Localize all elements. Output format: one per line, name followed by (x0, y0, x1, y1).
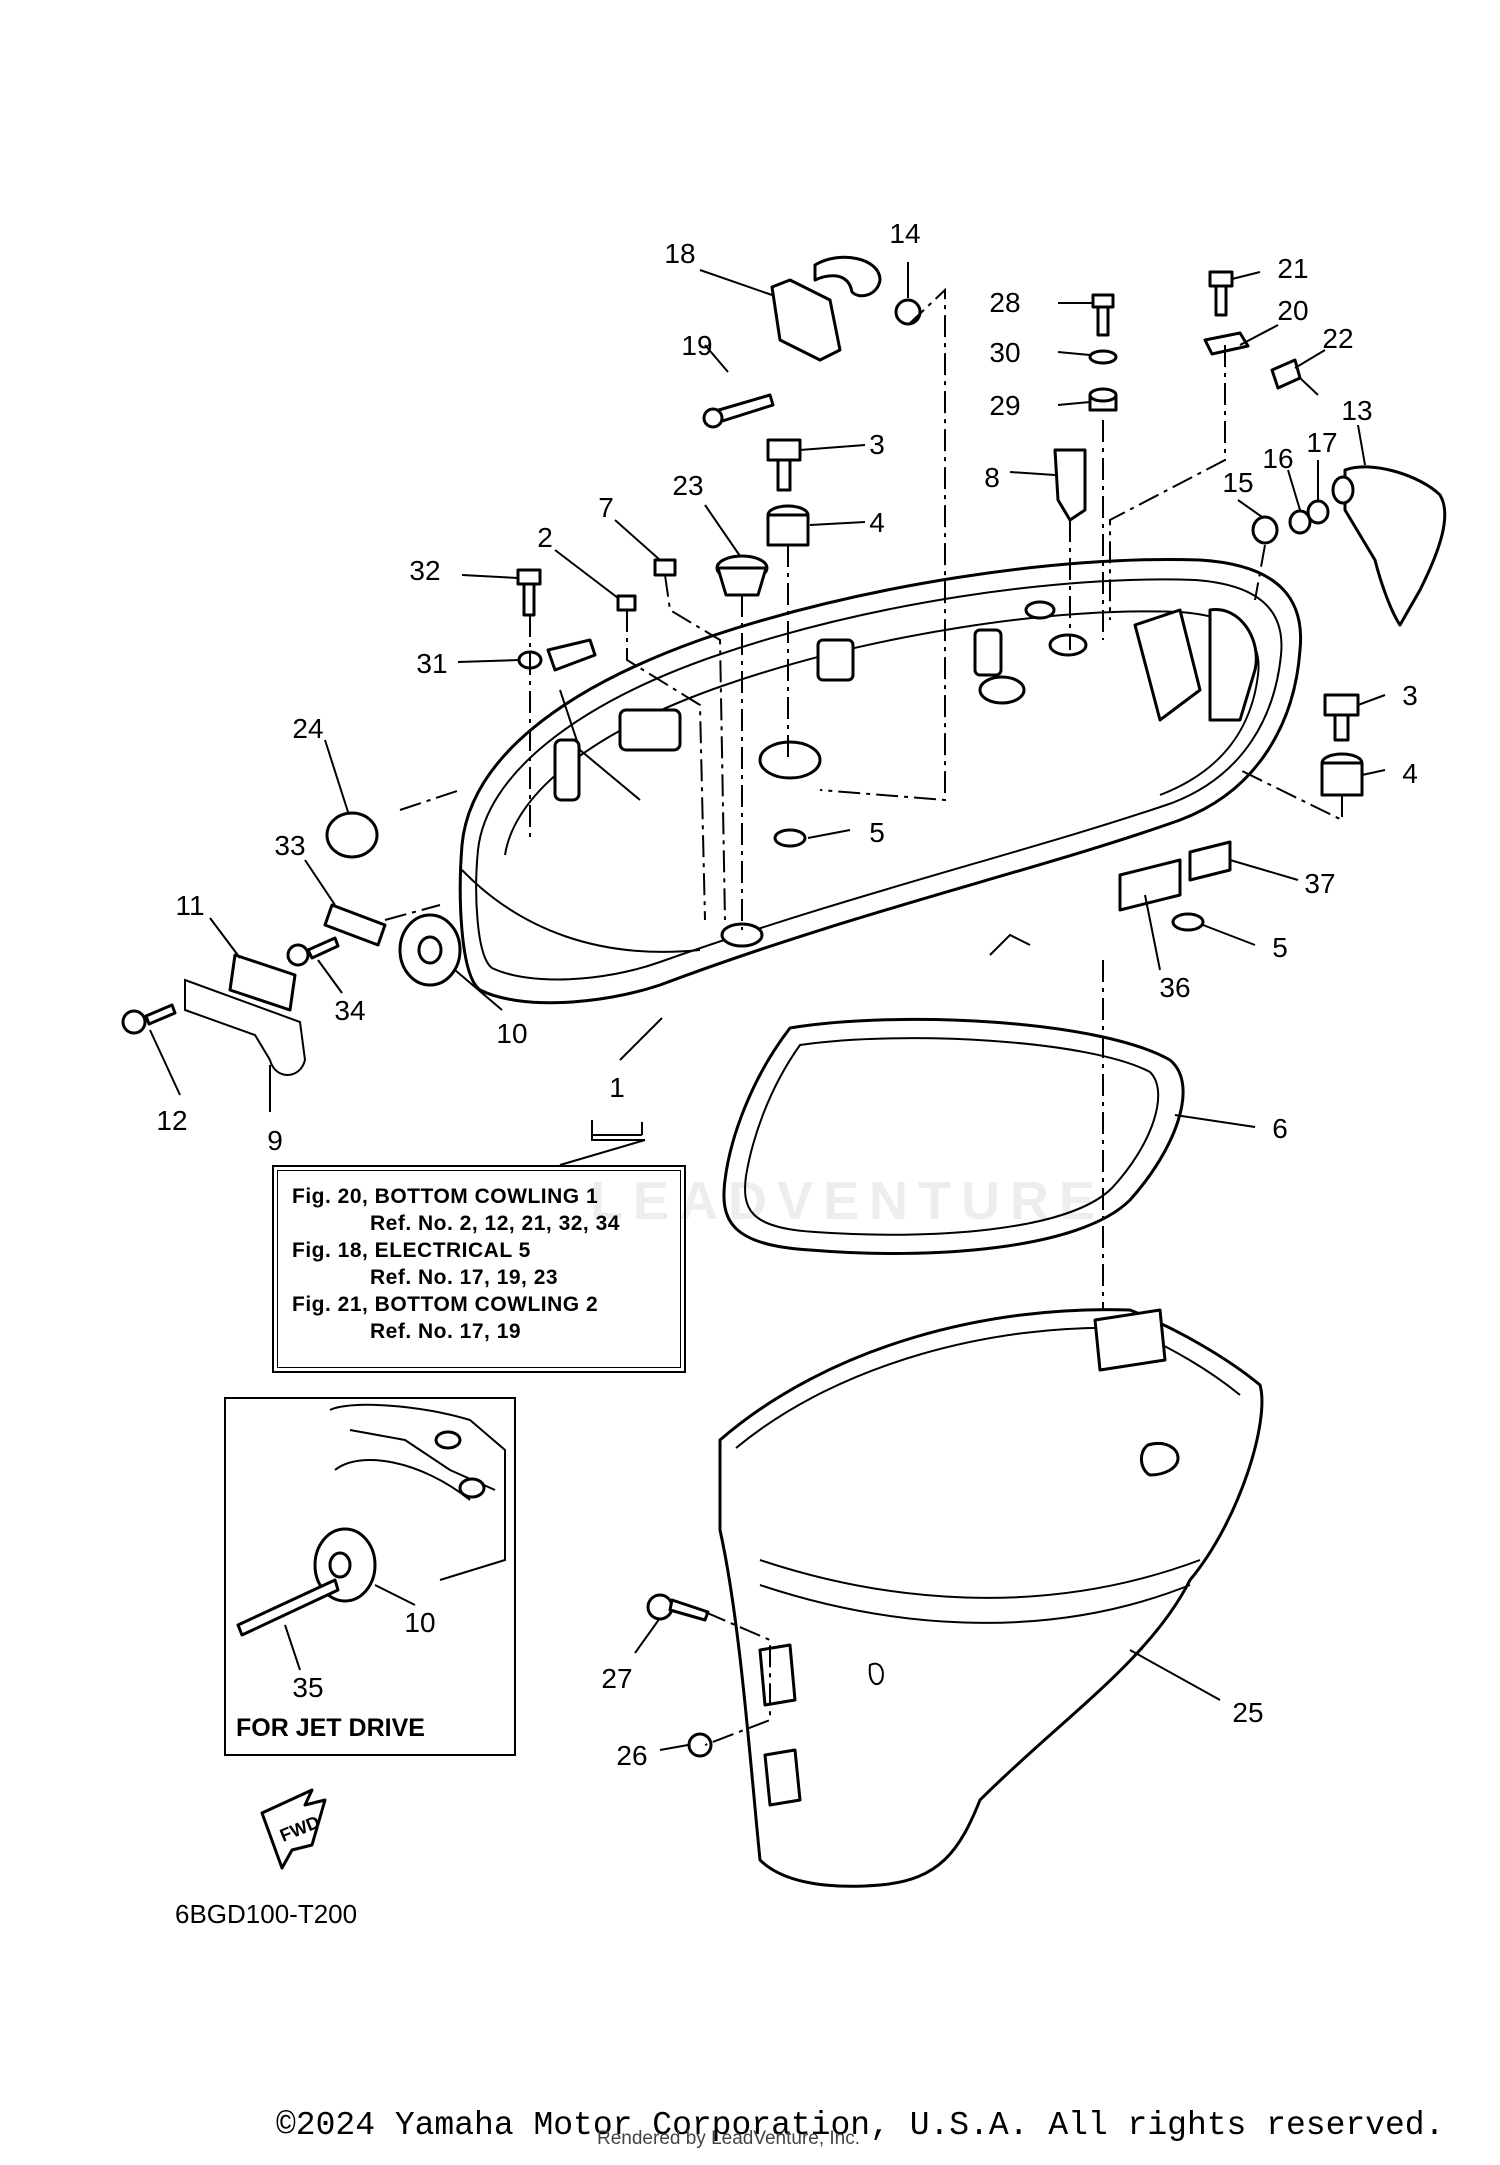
callout-1: 1 (609, 1072, 625, 1103)
callout-34: 34 (334, 995, 365, 1026)
callout-27: 27 (601, 1663, 632, 1694)
copyright-notice: ©2024 Yamaha Motor Corporation, U.S.A. A… (276, 2107, 1445, 2144)
callout-18: 18 (664, 238, 695, 269)
reference-box: Fig. 20, BOTTOM COWLING 1 Ref. No. 2, 12… (272, 1165, 686, 1373)
callout-22: 22 (1322, 323, 1353, 354)
callout-21: 21 (1277, 253, 1308, 284)
small-parts (121, 255, 1447, 1758)
ref-line: Fig. 18, ELECTRICAL 5 (292, 1239, 531, 1262)
callout-3-right: 3 (1402, 680, 1418, 711)
callout-5-right: 5 (1272, 932, 1288, 963)
bottom-cowling-upper (458, 557, 1303, 1005)
callout-16: 16 (1262, 443, 1293, 474)
callout-32: 32 (409, 555, 440, 586)
bottom-cowling-lower (718, 1308, 1264, 1888)
callout-20: 20 (1277, 295, 1308, 326)
ref-line: Fig. 20, BOTTOM COWLING 1 (292, 1185, 599, 1208)
callout-12: 12 (156, 1105, 187, 1136)
callout-7: 7 (598, 492, 614, 523)
callout-24: 24 (292, 713, 323, 744)
callout-26: 26 (616, 1740, 647, 1771)
diagram-code: 6BGD100-T200 (175, 1899, 358, 1929)
callout-36: 36 (1159, 972, 1190, 1003)
callout-33: 33 (274, 830, 305, 861)
callout-23: 23 (672, 470, 703, 501)
callout-5-left: 5 (869, 817, 885, 848)
seal-gasket (722, 1017, 1185, 1255)
assembly-lines (384, 287, 1343, 1746)
callout-37: 37 (1304, 868, 1335, 899)
inset-caption: FOR JET DRIVE (236, 1714, 425, 1742)
callout-2: 2 (537, 522, 553, 553)
callout-10-inset: 10 (404, 1607, 435, 1638)
ref-line: Fig. 21, BOTTOM COWLING 2 (292, 1293, 599, 1316)
callout-28: 28 (989, 287, 1020, 318)
callout-13: 13 (1341, 395, 1372, 426)
callout-10: 10 (496, 1018, 527, 1049)
callout-19: 19 (681, 330, 712, 361)
callout-3-top: 3 (869, 429, 885, 460)
watermark: LEADVENTURE (590, 1171, 1106, 1231)
callout-8: 8 (984, 462, 1000, 493)
jet-drive-inset (224, 1397, 516, 1756)
reference-box-inner: Fig. 20, BOTTOM COWLING 1 Ref. No. 2, 12… (277, 1170, 681, 1368)
callout-15: 15 (1222, 467, 1253, 498)
callout-labels: 14 18 19 28 30 29 21 20 22 13 16 17 15 3… (156, 218, 1417, 1771)
ref-line: Ref. No. 17, 19 (370, 1320, 522, 1343)
callout-6: 6 (1272, 1113, 1288, 1144)
leader-lines (149, 262, 1386, 1751)
callout-9: 9 (267, 1125, 283, 1156)
part1-bracket (591, 1122, 643, 1136)
callout-11: 11 (175, 890, 204, 921)
fwd-arrow-icon: FWD (260, 1788, 327, 1870)
ref-line: Ref. No. 2, 12, 21, 32, 34 (370, 1212, 620, 1235)
callout-17: 17 (1306, 427, 1337, 458)
callout-4-right: 4 (1402, 758, 1418, 789)
rendered-by: Rendered by LeadVenture, Inc. (597, 2128, 861, 2149)
callout-31: 31 (416, 648, 447, 679)
ref-line: Ref. No. 17, 19, 23 (370, 1266, 559, 1289)
callout-4-top: 4 (869, 507, 885, 538)
callout-14: 14 (889, 218, 920, 249)
callout-30: 30 (989, 337, 1020, 368)
callout-25: 25 (1232, 1697, 1263, 1728)
callout-35: 35 (292, 1672, 323, 1703)
callout-29: 29 (989, 390, 1020, 421)
